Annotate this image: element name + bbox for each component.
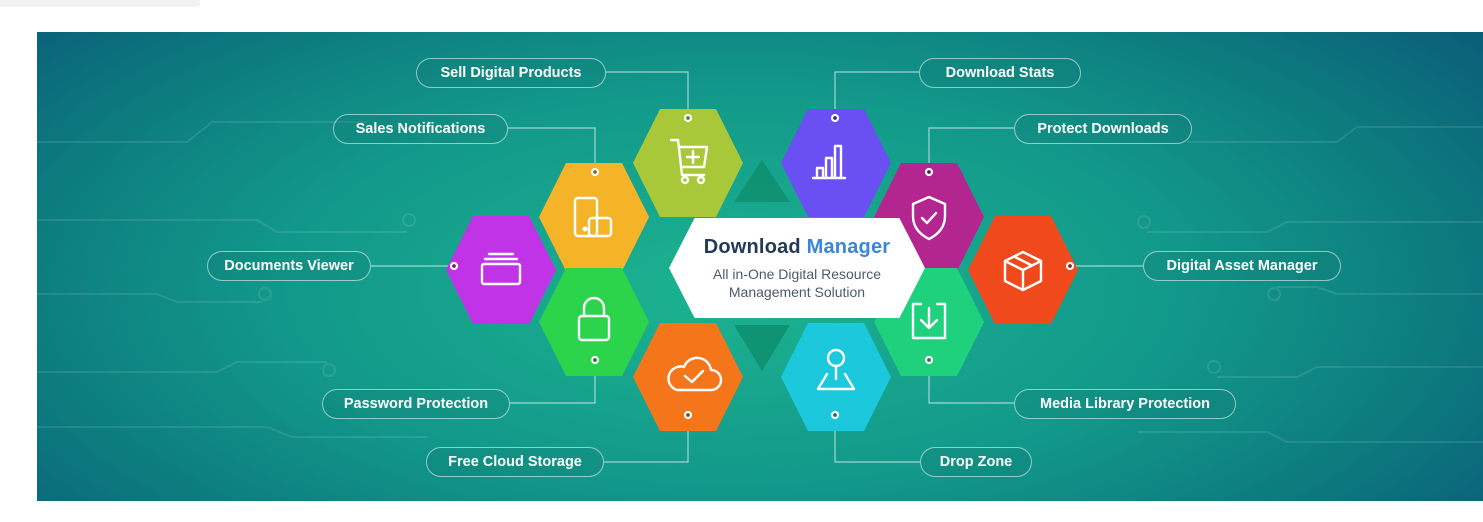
hexagon-password-protection (539, 268, 649, 376)
diagram-graphics (37, 71, 1483, 463)
label-sell-digital-products: Sell Digital Products (416, 58, 606, 88)
center-title-panel: Download Manager All in-One Digital Reso… (669, 218, 925, 318)
product-title: Download Manager (669, 236, 925, 259)
hexagon-documents-viewer (446, 216, 556, 324)
decorative-triangle (734, 160, 790, 202)
box-icon (1003, 250, 1043, 292)
label-digital-asset-manager: Digital Asset Manager (1143, 251, 1341, 281)
hexagon-sell-digital-products (633, 109, 743, 217)
label-sales-notifications: Sales Notifications (333, 114, 508, 144)
label-download-stats: Download Stats (919, 58, 1081, 88)
circuit-decoration (37, 121, 1483, 443)
cart-plus-icon (669, 138, 709, 185)
label-media-library-protection: Media Library Protection (1014, 389, 1236, 419)
cloud-check-icon (667, 356, 723, 392)
bar-chart-icon (811, 144, 847, 180)
location-pin-icon (816, 348, 856, 391)
padlock-icon (577, 296, 611, 342)
phone-notification-icon (573, 196, 613, 238)
label-password-protection: Password Protection (322, 389, 510, 419)
documents-stack-icon (480, 252, 522, 286)
shield-check-icon (911, 195, 947, 241)
connector-dots (449, 113, 1075, 420)
product-title-part1: Download (703, 236, 801, 258)
download-frame-icon (911, 302, 947, 340)
top-tab-strip (0, 0, 200, 7)
label-protect-downloads: Protect Downloads (1014, 114, 1192, 144)
product-title-part2: Manager (806, 236, 891, 258)
label-drop-zone: Drop Zone (920, 447, 1032, 477)
product-subtitle: All in-One Digital Resource Management S… (712, 266, 882, 300)
label-documents-viewer: Documents Viewer (207, 251, 371, 281)
decorative-triangle (734, 325, 790, 371)
feature-banner: Download Manager All in-One Digital Reso… (37, 32, 1483, 501)
label-free-cloud-storage: Free Cloud Storage (426, 447, 604, 477)
